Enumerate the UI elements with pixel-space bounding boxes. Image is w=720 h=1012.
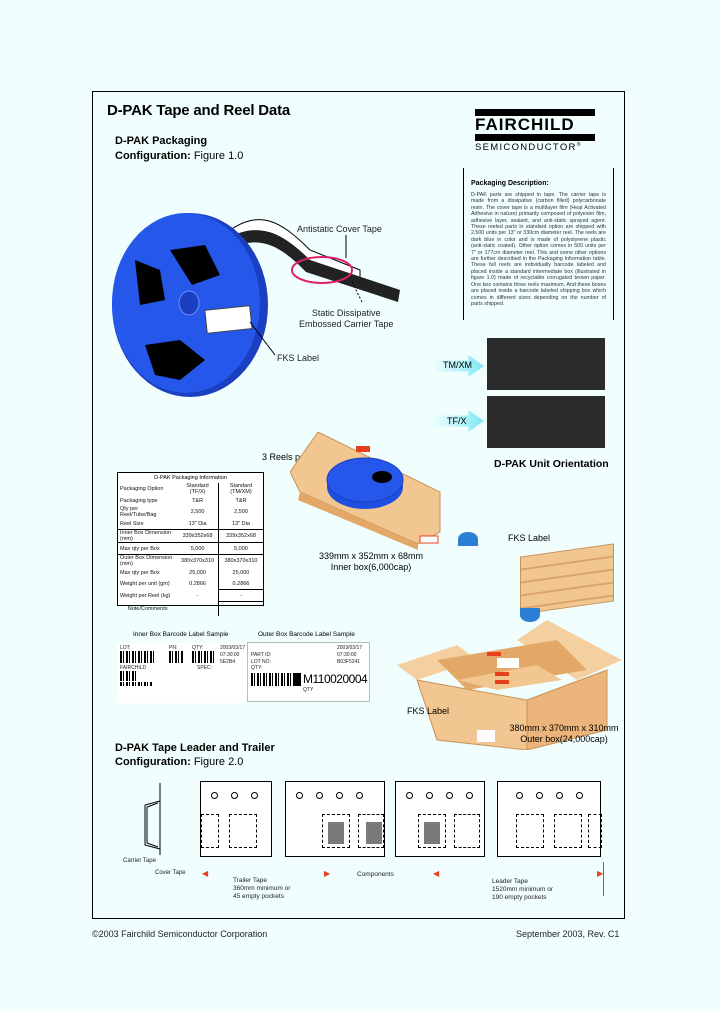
- footer-copyright: ©2003 Fairchild Semiconductor Corporatio…: [92, 929, 268, 939]
- fks-label-reel: FKS Label: [277, 353, 320, 363]
- tfx-arrow-icon: [432, 410, 484, 432]
- carrier-tape-label: Static Dissipative Embossed Carrier Tape: [299, 308, 394, 329]
- inner-barcode-title: Inner Box Barcode Label Sample: [133, 631, 229, 638]
- section2-title: D-PAK Tape Leader and Trailer: [115, 742, 275, 754]
- barcode: [120, 671, 138, 681]
- fks-label-stack: FKS Label: [508, 533, 551, 543]
- section2-config: Configuration: Figure 2.0: [115, 756, 244, 768]
- logo-sub: SEMICONDUCTOR®: [475, 142, 582, 154]
- packaging-description: Packaging Description: D-PAK parts are s…: [463, 168, 614, 320]
- fairchild-logo: FAIRCHILD SEMICONDUCTOR®: [475, 109, 595, 153]
- transfer-arrow-icon-2: [520, 608, 540, 622]
- outer-box-caption: 380mm x 370mm x 310mm Outer box(24,000ca…: [509, 723, 619, 744]
- barcode: [192, 651, 214, 663]
- leader-end-marker-icon: ▶: [597, 869, 604, 878]
- barcode: [120, 651, 156, 663]
- component-chip: [424, 822, 440, 844]
- orientation-tmxm-label: TM/XM: [443, 360, 472, 370]
- tmxm-arrow-icon: [432, 355, 484, 377]
- carrier-tape-label: Carrier Tape: [123, 858, 156, 864]
- description-body: D-PAK parts are shipped in tape. The car…: [471, 192, 606, 307]
- tfx-tape: [487, 396, 605, 448]
- tape-segment-components-1: [285, 781, 385, 857]
- leader-end-line: [603, 862, 604, 896]
- trailer-tape-note: Trailer Tape 360mm minimum or 45 empty p…: [233, 877, 291, 900]
- orientation-title: D-PAK Unit Orientation: [494, 458, 609, 470]
- reels-per-box-label: 3 Reels per box: [262, 452, 326, 462]
- footer-revision: September 2003, Rev. C1: [516, 929, 620, 939]
- section1-title: D-PAK Packaging: [115, 135, 208, 147]
- tape-segment-leader: [497, 781, 602, 857]
- cover-tape-label: Cover Tape: [155, 870, 186, 876]
- inner-box-caption: 339mm x 352mm x 68mm Inner box(6,000cap): [318, 551, 424, 572]
- table-row: Note/Comments: [118, 601, 263, 616]
- component-chip: [366, 822, 382, 844]
- inner-box-illustration: [290, 432, 441, 550]
- outer-box-illustration: [397, 620, 622, 750]
- tmxm-tape: [487, 338, 605, 390]
- logo-wordmark: FAIRCHILD: [475, 115, 575, 134]
- cover-tape-label: Antistatic Cover Tape: [297, 224, 382, 234]
- carrier-tape-cross-section: [144, 783, 161, 855]
- table-title: D-PAK Packaging Information: [154, 475, 227, 481]
- outer-barcode-title: Outer Box Barcode Label Sample: [258, 631, 355, 638]
- outer-barcode-label: 2003/03/17 07:30:00 B03F5241 PART ID: LO…: [247, 642, 370, 702]
- tape-segment-components-2: [395, 781, 485, 857]
- reel-illustration: [112, 213, 400, 397]
- section1-config: Configuration: Figure 1.0: [115, 150, 244, 162]
- barcode: [120, 682, 152, 686]
- components-end-marker-icon: ◀: [433, 869, 440, 878]
- description-title: Packaging Description:: [471, 180, 549, 187]
- fks-label-outer: FKS Label: [407, 706, 450, 716]
- component-chip: [328, 822, 344, 844]
- barcode: [251, 673, 291, 686]
- inner-barcode-label: LOT: PN: QTY: 2003/03/17 07:30:00 5E2B4 …: [117, 643, 247, 703]
- barcode: [169, 651, 183, 663]
- trailer-start-marker-icon: ◀: [202, 869, 209, 878]
- logo-bar-bottom: [475, 134, 595, 141]
- logo-bar-top: [475, 109, 595, 116]
- transfer-arrow-icon: [458, 532, 478, 546]
- orientation-tfx-label: TF/X: [447, 416, 467, 426]
- leader-tape-note: Leader Tape 1520mm minimum or 190 empty …: [492, 878, 554, 901]
- tape-segment-trailer: [200, 781, 272, 857]
- page-frame: [92, 91, 625, 919]
- outer-part-number: M110020004: [303, 672, 368, 686]
- trailer-end-marker-icon: ▶: [324, 869, 331, 878]
- packaging-info-table: D-PAK Packaging Information Packaging Op…: [117, 472, 264, 616]
- page-title: D-PAK Tape and Reel Data: [107, 102, 291, 119]
- table-row: Weight per Reel (kg)--: [118, 589, 263, 602]
- components-label: Components: [357, 871, 394, 878]
